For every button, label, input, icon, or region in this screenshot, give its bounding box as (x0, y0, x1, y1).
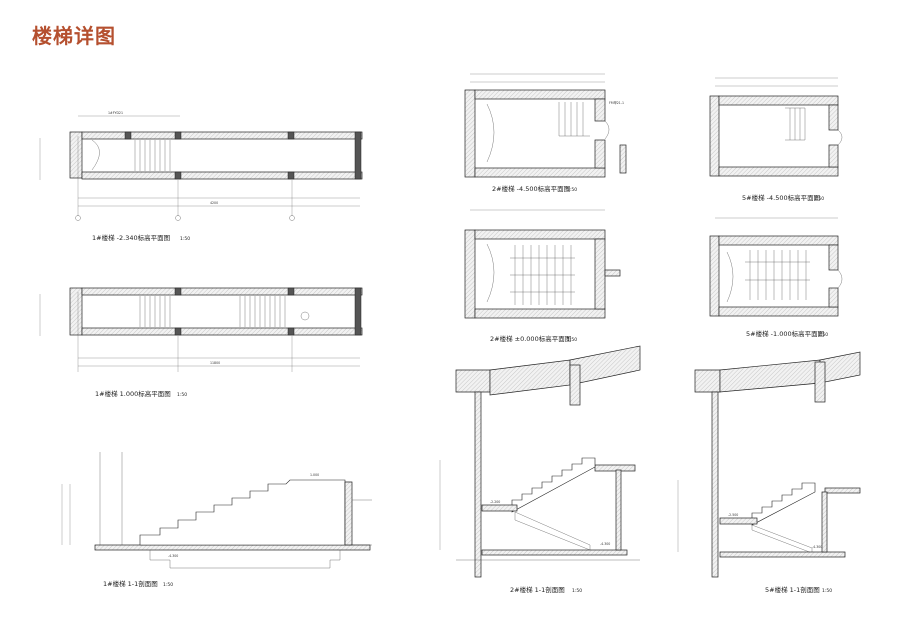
svg-text:5#楼梯 -1.000标高平面图: 5#楼梯 -1.000标高平面图 (746, 329, 824, 338)
section-2: -2.200 -4.300 2#楼梯 1-1剖面图 1:50 (439, 345, 641, 594)
svg-text:1#楼梯 1.000标高平面图: 1#楼梯 1.000标高平面图 (95, 389, 171, 398)
plan-5-b-scale: 1:50 (818, 332, 828, 338)
plan-2-b-scale: 1:50 (567, 337, 577, 343)
svg-text:-4.300: -4.300 (168, 554, 178, 558)
plan-2-a-scale: 1:50 (567, 187, 577, 193)
svg-text:1#FYD21: 1#FYD21 (108, 111, 123, 115)
plan-5-b-title: 5#楼梯 -1.000标高平面图 (746, 329, 824, 338)
plan-2-a-title: 2#楼梯 -4.500标高平面图 (492, 184, 570, 193)
section-2-scale: 1:50 (572, 588, 582, 594)
section-1: 1.000 -4.300 1#楼梯 1-1剖面图 1:50 (61, 452, 372, 588)
svg-text:FM甲21-1: FM甲21-1 (609, 101, 624, 105)
svg-text:-4.300: -4.300 (812, 545, 822, 549)
section-5-scale: 1:50 (822, 588, 832, 594)
svg-text:2#楼梯 -4.500标高平面图: 2#楼梯 -4.500标高平面图 (492, 184, 570, 193)
svg-text:-2.500: -2.500 (728, 513, 738, 517)
plan-1-b: 11800 1#楼梯 1.000标高平面图 1:50 (39, 287, 363, 398)
plan-5-a: 5#楼梯 -4.500标高平面图 1:50 (709, 77, 843, 202)
plan-1-b-scale: 1:50 (177, 392, 187, 398)
page-title: 楼梯详图 (32, 24, 116, 48)
svg-text:1#楼梯 -2.340标高平面图: 1#楼梯 -2.340标高平面图 (92, 233, 170, 242)
section-1-scale: 1:50 (163, 582, 173, 588)
svg-text:-4.300: -4.300 (600, 542, 610, 546)
section-2-title: 2#楼梯 1-1剖面图 (510, 585, 565, 594)
plan-2-a: FM甲21-1 2#楼梯 -4.500标高平面图 1:50 (464, 73, 627, 193)
section-5-title: 5#楼梯 1-1剖面图 (765, 585, 820, 594)
plan-5-a-title: 5#楼梯 -4.500标高平面图 (742, 193, 820, 202)
plan-5-b: 5#楼梯 -1.000标高平面图 1:50 (709, 217, 843, 338)
plan-2-b: 2#楼梯 ±0.000标高平面图 1:50 (464, 209, 621, 343)
svg-text:1.000: 1.000 (310, 473, 319, 477)
section-5: -2.500 -4.300 5#楼梯 1-1剖面图 1:50 (677, 351, 861, 594)
plan-1-a: 1#FYD21 4200 1#楼梯 -2.340标高平面图 1:50 (39, 111, 363, 242)
plan-1-a-scale: 1:50 (180, 236, 190, 242)
svg-text:5#楼梯 1-1剖面图: 5#楼梯 1-1剖面图 (765, 585, 820, 594)
svg-text:2#楼梯 1-1剖面图: 2#楼梯 1-1剖面图 (510, 585, 565, 594)
plan-2-b-title: 2#楼梯 ±0.000标高平面图 (490, 334, 571, 343)
plan-1-a-title: 1#楼梯 -2.340标高平面图 (92, 233, 170, 242)
svg-text:4200: 4200 (210, 201, 218, 205)
plan-5-a-scale: 1:50 (814, 196, 824, 202)
plan-1-b-title: 1#楼梯 1.000标高平面图 (95, 389, 171, 398)
svg-text:5#楼梯 -4.500标高平面图: 5#楼梯 -4.500标高平面图 (742, 193, 820, 202)
section-1-title: 1#楼梯 1-1剖面图 (103, 579, 158, 588)
svg-text:1#楼梯 1-1剖面图: 1#楼梯 1-1剖面图 (103, 579, 158, 588)
svg-text:2#楼梯 ±0.000标高平面图: 2#楼梯 ±0.000标高平面图 (490, 334, 571, 343)
svg-text:-2.200: -2.200 (490, 500, 500, 504)
svg-text:11800: 11800 (210, 361, 220, 365)
